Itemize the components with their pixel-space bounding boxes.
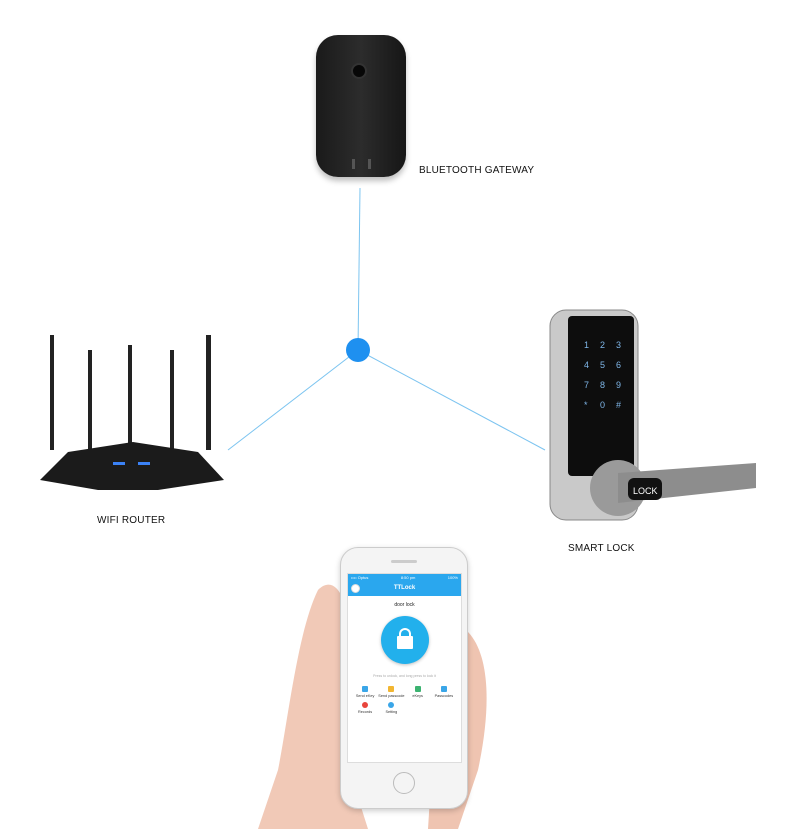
avatar[interactable] xyxy=(351,584,360,593)
phone-speaker xyxy=(391,560,417,563)
status-bar: •••• Optus 8:50 pm 100% xyxy=(348,574,461,581)
app-screen: •••• Optus 8:50 pm 100% TTLock door lock… xyxy=(347,573,462,763)
battery: 100% xyxy=(447,575,458,580)
action-label: Send passcode xyxy=(378,694,405,698)
records-icon xyxy=(362,702,369,708)
padlock-icon xyxy=(396,636,413,649)
action-label: Setting xyxy=(385,710,398,714)
time: 8:50 pm xyxy=(400,575,416,580)
lock-handle-text: LOCK xyxy=(633,486,658,496)
bluetooth-gateway-image xyxy=(316,35,406,177)
svg-text:3: 3 xyxy=(616,340,621,350)
svg-text:#: # xyxy=(616,400,621,410)
svg-text:1: 1 xyxy=(584,340,589,350)
wifi-router-image xyxy=(40,335,224,490)
lock-name: door lock xyxy=(394,602,415,608)
action-send-ekey[interactable]: Send eKey xyxy=(352,686,378,698)
action-passcodes[interactable]: Passcodes xyxy=(431,686,457,698)
line-lock xyxy=(357,349,546,451)
svg-text:7: 7 xyxy=(584,380,589,390)
unlock-button[interactable] xyxy=(380,616,429,664)
hub-dot xyxy=(346,338,370,362)
svg-text:9: 9 xyxy=(616,380,621,390)
smart-lock-image: 1 2 3 4 5 6 7 8 9 * 0 # LOCK xyxy=(549,309,756,521)
send-passcode-icon xyxy=(388,686,395,692)
passcodes-icon xyxy=(440,686,447,692)
home-button[interactable] xyxy=(393,772,415,794)
svg-text:2: 2 xyxy=(600,340,605,350)
action-records[interactable]: Records xyxy=(352,702,378,714)
app-bar: TTLock xyxy=(348,581,461,596)
action-label: eKeys xyxy=(412,694,423,698)
padlock-icon xyxy=(398,628,411,639)
svg-text:5: 5 xyxy=(600,360,605,370)
gateway-button xyxy=(351,63,367,79)
gateway-led xyxy=(368,159,371,169)
action-ekeys[interactable]: eKeys xyxy=(405,686,431,698)
smartphone: •••• Optus 8:50 pm 100% TTLock door lock… xyxy=(340,547,468,809)
line-gateway xyxy=(357,187,361,351)
lock-label: SMART LOCK xyxy=(568,543,635,554)
gateway-led xyxy=(352,159,355,169)
svg-text:0: 0 xyxy=(600,400,605,410)
ekeys-icon xyxy=(414,686,421,692)
svg-text:6: 6 xyxy=(616,360,621,370)
action-setting[interactable]: Setting xyxy=(378,702,404,714)
action-label: Passcodes xyxy=(434,694,454,698)
unlock-hint: Press to unlock, and long press to lock … xyxy=(373,674,436,678)
send-ekey-icon xyxy=(362,686,369,692)
line-router xyxy=(227,349,359,451)
carrier: •••• Optus xyxy=(351,575,369,580)
action-label: Records xyxy=(358,710,373,714)
gateway-label: BLUETOOTH GATEWAY xyxy=(419,165,535,176)
keypad: 1 2 3 4 5 6 7 8 9 * 0 # xyxy=(584,340,621,410)
router-label: WIFI ROUTER xyxy=(97,515,166,526)
svg-text:*: * xyxy=(584,400,588,410)
svg-text:4: 4 xyxy=(584,360,589,370)
action-send-passcode[interactable]: Send passcode xyxy=(378,686,404,698)
action-label: Send eKey xyxy=(355,694,375,698)
gear-icon xyxy=(388,702,395,708)
svg-text:8: 8 xyxy=(600,380,605,390)
app-title: TTLock xyxy=(393,585,416,591)
